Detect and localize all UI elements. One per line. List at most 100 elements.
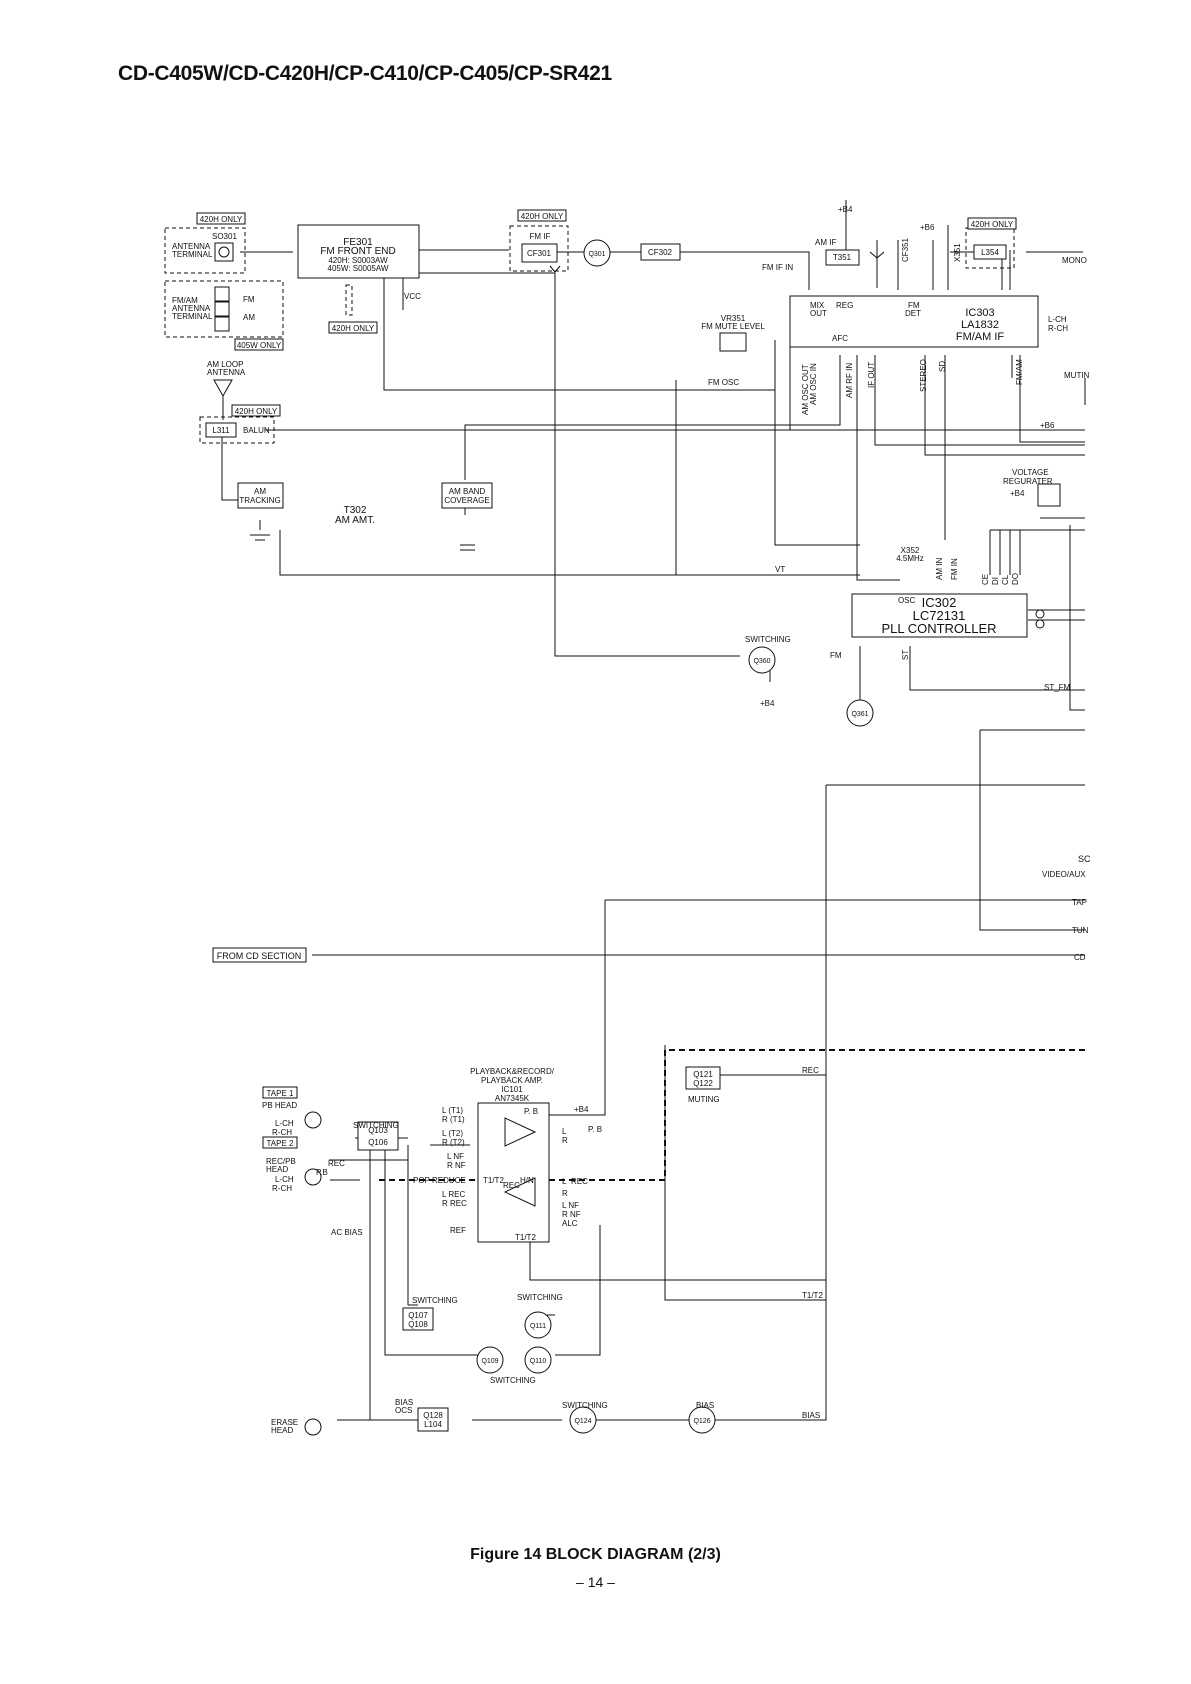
svg-text:L: L: [562, 1177, 567, 1186]
svg-text:OCS: OCS: [395, 1406, 412, 1415]
svg-text:REG: REG: [836, 301, 853, 310]
svg-text:FM MUTE LEVEL: FM MUTE LEVEL: [701, 322, 765, 331]
wiring: [221, 200, 1085, 1421]
svg-text:VR351: VR351: [721, 314, 746, 323]
svg-text:VOLTAGE: VOLTAGE: [1012, 468, 1049, 477]
svg-text:420H ONLY: 420H ONLY: [521, 212, 564, 221]
svg-text:TAPE 2: TAPE 2: [267, 1139, 295, 1148]
svg-text:BALUN: BALUN: [243, 426, 270, 435]
svg-text:L (T1): L (T1): [442, 1106, 463, 1115]
svg-text:4.5MHz: 4.5MHz: [896, 554, 924, 563]
labels: SO301 ANTENNA TERMINAL FM/AM ANTENNA TER…: [172, 205, 1091, 1435]
svg-text:IC101: IC101: [501, 1085, 523, 1094]
svg-text:FROM CD SECTION: FROM CD SECTION: [217, 951, 302, 961]
page-title: CD-C405W/CD-C420H/CP-C410/CP-C405/CP-SR4…: [118, 62, 612, 85]
q111: Q111: [524, 1311, 552, 1339]
svg-text:FM: FM: [830, 651, 842, 660]
svg-text:CF301: CF301: [527, 249, 552, 258]
svg-text:R (T2): R (T2): [442, 1138, 465, 1147]
svg-text:REC: REC: [802, 1066, 819, 1075]
svg-text:L REC: L REC: [442, 1190, 465, 1199]
svg-text:BIAS: BIAS: [395, 1398, 413, 1407]
svg-text:PLAYBACK AMP.: PLAYBACK AMP.: [481, 1076, 543, 1085]
svg-text:FM: FM: [243, 295, 255, 304]
svg-text:OSC: OSC: [898, 596, 916, 605]
svg-text:+B4: +B4: [1010, 489, 1025, 498]
svg-text:ALC: ALC: [562, 1219, 578, 1228]
svg-text:PB HEAD: PB HEAD: [262, 1101, 297, 1110]
svg-text:REC: REC: [503, 1181, 520, 1190]
q301: Q301: [583, 239, 611, 267]
svg-text:LC72131: LC72131: [913, 608, 966, 623]
svg-text:SWITCHING: SWITCHING: [562, 1401, 608, 1410]
svg-text:FE301: FE301: [343, 237, 373, 248]
svg-text:AM RF IN: AM RF IN: [845, 363, 854, 398]
svg-text:SD: SD: [938, 361, 947, 372]
svg-text:P. B: P. B: [524, 1107, 538, 1116]
svg-text:ST_FM: ST_FM: [1044, 683, 1071, 692]
svg-text:L311: L311: [212, 426, 230, 435]
svg-text:R NF: R NF: [562, 1210, 581, 1219]
svg-text:SWITCHING: SWITCHING: [353, 1121, 399, 1130]
svg-text:L NF: L NF: [447, 1152, 464, 1161]
svg-text:AM: AM: [254, 487, 266, 496]
svg-text:FM: FM: [908, 301, 920, 310]
svg-text:MUTING: MUTING: [688, 1095, 720, 1104]
block-cf302: CF302: [640, 243, 681, 261]
block-q128: Q128 L104: [417, 1407, 449, 1432]
svg-text:Q124: Q124: [574, 1418, 591, 1425]
svg-text:+B4: +B4: [574, 1105, 589, 1114]
svg-text:FM/AM: FM/AM: [172, 296, 198, 305]
svg-text:FM IF IN: FM IF IN: [762, 263, 793, 272]
svg-text:Q301: Q301: [588, 251, 605, 258]
svg-text:TAPE 1: TAPE 1: [267, 1089, 295, 1098]
block-t351: T351: [825, 249, 860, 266]
svg-text:Q108: Q108: [408, 1320, 428, 1329]
svg-text:CL: CL: [1001, 574, 1010, 585]
svg-text:Q111: Q111: [530, 1323, 546, 1330]
svg-text:420H ONLY: 420H ONLY: [200, 215, 243, 224]
svg-text:MONO: MONO: [1062, 256, 1087, 265]
svg-text:PLAYBACK&RECORD/: PLAYBACK&RECORD/: [470, 1067, 555, 1076]
svg-text:R REC: R REC: [442, 1199, 467, 1208]
svg-text:VT: VT: [775, 565, 785, 574]
svg-text:420H: S0003AW: 420H: S0003AW: [328, 256, 388, 265]
q126: Q126: [688, 1406, 716, 1434]
svg-text:+B4: +B4: [760, 699, 775, 708]
symbols: [213, 242, 1086, 1436]
svg-text:ANTENNA: ANTENNA: [172, 242, 211, 251]
transistors: Q301 Q360 Q361 Q111 Q109 Q110 Q124 Q126: [476, 239, 874, 1434]
svg-text:ANTENNA: ANTENNA: [172, 304, 211, 313]
svg-text:DET: DET: [905, 309, 921, 318]
svg-text:Q107: Q107: [408, 1311, 428, 1320]
svg-text:420H ONLY: 420H ONLY: [971, 220, 1014, 229]
svg-text:T1/T2: T1/T2: [483, 1176, 504, 1185]
svg-text:R-CH: R-CH: [272, 1128, 292, 1137]
svg-text:AM BAND: AM BAND: [449, 487, 486, 496]
figure-caption: Figure 14 BLOCK DIAGRAM (2/3): [470, 1546, 721, 1563]
svg-text:OUT: OUT: [810, 309, 827, 318]
svg-text:AM LOOP: AM LOOP: [207, 360, 243, 369]
svg-text:R-CH: R-CH: [1048, 324, 1068, 333]
svg-text:T302: T302: [344, 505, 367, 516]
svg-text:AM: AM: [243, 313, 255, 322]
q361: Q361: [846, 699, 874, 727]
svg-text:T1/T2: T1/T2: [802, 1291, 823, 1300]
svg-text:AC BIAS: AC BIAS: [331, 1228, 363, 1237]
svg-text:FM/AM: FM/AM: [1015, 359, 1024, 385]
svg-text:AFC: AFC: [832, 334, 848, 343]
svg-text:Q121: Q121: [693, 1070, 713, 1079]
svg-text:IC303: IC303: [965, 307, 994, 319]
svg-text:REC: REC: [571, 1177, 588, 1186]
block-l311: L311: [205, 422, 237, 438]
svg-text:420H ONLY: 420H ONLY: [235, 407, 278, 416]
option-frames: [164, 225, 1015, 444]
svg-text:L-CH: L-CH: [275, 1119, 294, 1128]
svg-text:DI: DI: [991, 577, 1000, 585]
svg-text:X351: X351: [953, 243, 962, 262]
svg-text:REGURATER: REGURATER: [1003, 477, 1053, 486]
block-fe301: FE301 FM FRONT END 420H: S0003AW 405W: S…: [297, 224, 420, 279]
svg-text:MIX: MIX: [810, 301, 825, 310]
svg-text:CD: CD: [1074, 953, 1086, 962]
